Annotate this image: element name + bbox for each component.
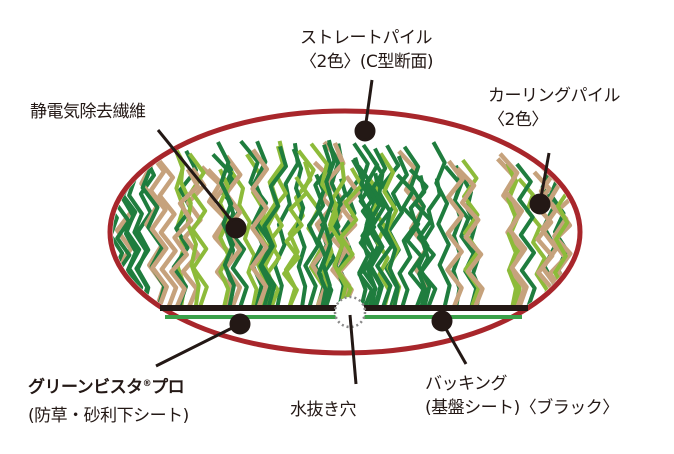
pile-fiber (321, 139, 337, 307)
straight-pile-detail: 〈2色〉(C型断面) (300, 52, 433, 72)
pile-fiber (216, 141, 236, 307)
pile-fiber (368, 147, 388, 307)
curling-pile-label: カーリングパイル 〈2色〉 (488, 84, 621, 132)
backing-title: バッキング (425, 374, 507, 394)
pointer-dot (529, 193, 551, 215)
product-detail: (防草・砂利下シート) (28, 405, 189, 426)
pile-fiber (537, 151, 560, 307)
pile-fiber (256, 140, 287, 307)
pile-fiber (258, 145, 288, 307)
drain-hole-marker (333, 295, 367, 329)
pile-fiber (532, 170, 555, 307)
pile-fiber (395, 173, 426, 307)
pile-fiber (147, 150, 169, 307)
antistatic-label: 静電気除去繊維 (30, 100, 146, 124)
straight-pile-label: ストレートパイル 〈2色〉(C型断面) (300, 26, 433, 74)
pile-fiber (336, 167, 364, 307)
pointer-dot (431, 310, 453, 332)
pile-fiber (282, 175, 309, 307)
pile-fiber (229, 170, 259, 307)
pile-fiber (314, 173, 328, 307)
pointer-dot (229, 313, 251, 335)
leader-lines (155, 79, 551, 385)
curling-pile-title: カーリングパイル (488, 86, 621, 106)
pile-fiber (431, 141, 452, 307)
pile-fiber (397, 175, 427, 307)
pointer-dot (354, 120, 376, 142)
pointer-dot (225, 217, 247, 239)
pile-fiber (368, 154, 400, 307)
leader-antistatic (156, 129, 238, 227)
pile-fiber (515, 162, 537, 307)
pile-fiber (455, 166, 485, 307)
antistatic-title: 静電気除去繊維 (30, 102, 146, 122)
product-name: グリーンビスタ®プロ (28, 377, 185, 398)
drain-hole-label: 水抜き穴 (290, 398, 357, 422)
drain-hole-title: 水抜き穴 (290, 400, 357, 420)
pile-fiber (272, 142, 300, 307)
leader-drain-hole (348, 314, 358, 385)
pile-fiber (445, 159, 465, 307)
pile-fiber (309, 142, 348, 307)
pile-fiber (505, 162, 518, 307)
backing-label: バッキング (基盤シート)〈ブラック〉 (425, 372, 619, 420)
leader-product (155, 322, 241, 368)
backing-detail: (基盤シート)〈ブラック〉 (425, 398, 619, 418)
pile-fibers (113, 139, 577, 307)
straight-pile-title: ストレートパイル (300, 28, 432, 48)
product-label: グリーンビスタ®プロ (防草・砂利下シート) (28, 372, 189, 428)
pile-fiber (249, 148, 270, 307)
pile-fiber (169, 167, 200, 307)
pile-fiber (417, 178, 442, 307)
pile-fiber (180, 167, 207, 307)
curling-pile-detail: 〈2色〉 (488, 110, 548, 130)
pile-fiber (156, 157, 179, 307)
pile-fiber (498, 152, 529, 307)
